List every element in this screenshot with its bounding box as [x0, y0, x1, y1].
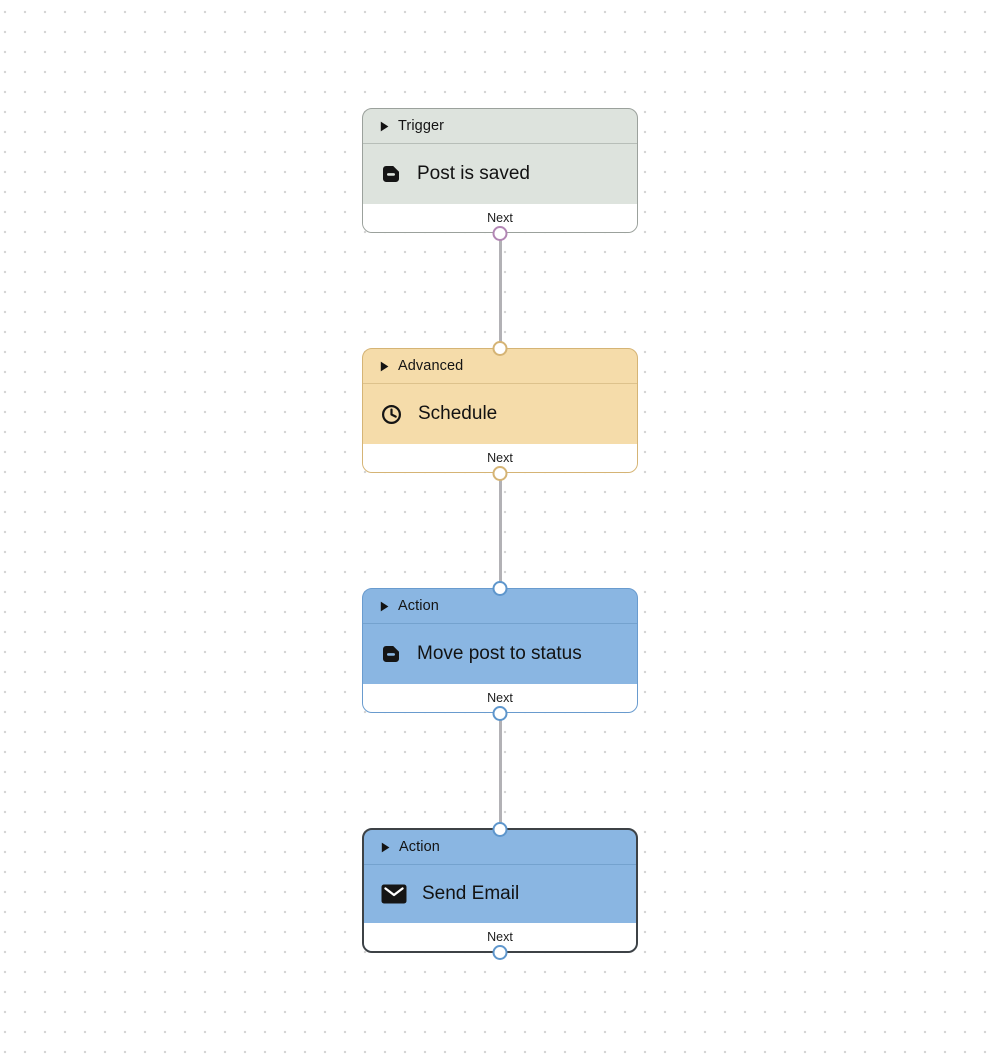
connection-line[interactable] [498, 713, 502, 828]
connection-line[interactable] [498, 233, 502, 348]
workflow-node[interactable]: Action Move post to status Next [362, 580, 638, 721]
node-category-label: Action [399, 839, 440, 855]
node-title: Move post to status [417, 643, 582, 664]
workflow-node[interactable]: Action Send Email Next [362, 821, 638, 960]
node-header[interactable]: Action [363, 589, 637, 624]
input-port[interactable] [492, 580, 508, 596]
node-title: Post is saved [417, 163, 530, 184]
workflow-node[interactable]: Advanced Schedule Next [362, 340, 638, 481]
output-port[interactable] [492, 705, 508, 721]
next-port-label: Next [487, 451, 513, 465]
input-port[interactable] [492, 821, 508, 837]
output-port[interactable] [492, 465, 508, 481]
node-body[interactable]: Post is saved [363, 144, 637, 204]
connection-line[interactable] [498, 473, 502, 588]
node-header[interactable]: Advanced [363, 349, 637, 384]
node-body[interactable]: Move post to status [363, 624, 637, 684]
next-port-label: Next [487, 930, 513, 944]
output-port[interactable] [492, 944, 508, 960]
node-body[interactable]: Send Email [364, 865, 636, 923]
expand-triangle-icon [380, 361, 389, 371]
expand-triangle-icon [380, 601, 389, 611]
post-document-icon [380, 643, 402, 665]
node-category-label: Advanced [398, 358, 464, 374]
expand-triangle-icon [380, 121, 389, 131]
input-port[interactable] [492, 340, 508, 356]
expand-triangle-icon [381, 842, 390, 852]
node-header[interactable]: Action [364, 830, 636, 865]
node-header[interactable]: Trigger [363, 109, 637, 144]
node-footer: Next [364, 923, 636, 951]
output-port[interactable] [492, 225, 508, 241]
node-category-label: Action [398, 598, 439, 614]
next-port-label: Next [487, 211, 513, 225]
node-body[interactable]: Schedule [363, 384, 637, 444]
post-document-icon [380, 163, 402, 185]
node-category-label: Trigger [398, 118, 445, 134]
node-title: Send Email [422, 883, 520, 904]
email-icon [381, 884, 407, 904]
next-port-label: Next [487, 691, 513, 705]
clock-icon [380, 403, 403, 426]
node-title: Schedule [418, 403, 498, 424]
workflow-node[interactable]: Trigger Post is saved Next [362, 108, 638, 241]
